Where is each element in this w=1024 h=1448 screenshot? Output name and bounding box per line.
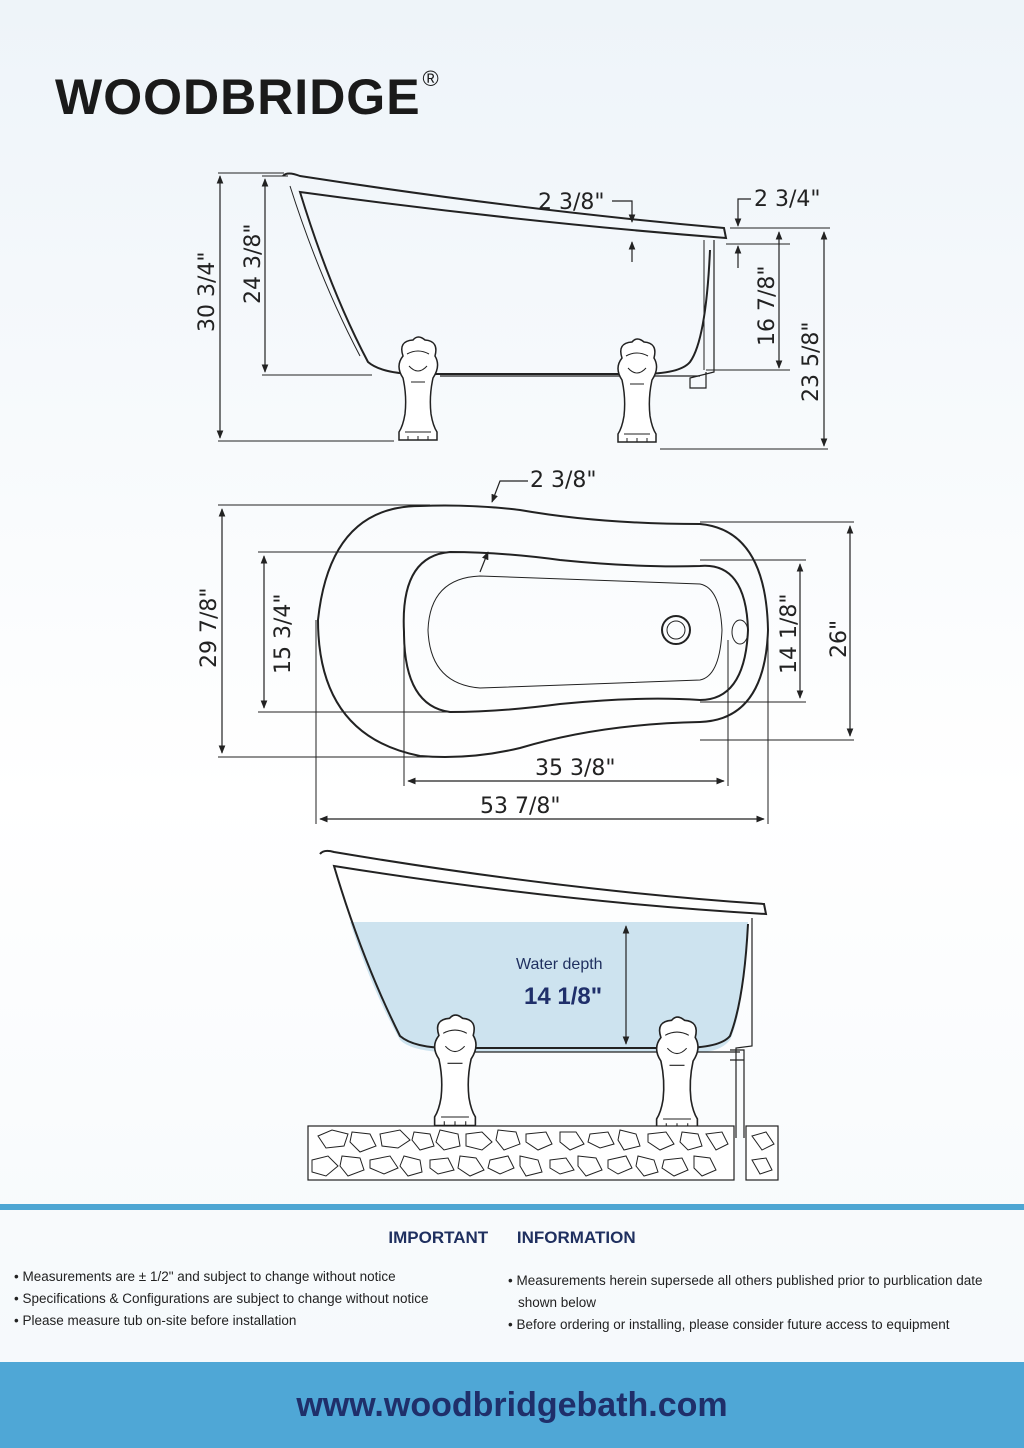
clawfoot-right-water bbox=[655, 1016, 699, 1129]
dim-overall-width: 29 7/8" bbox=[197, 587, 222, 668]
dim-drain-height: 16 7/8" bbox=[755, 265, 780, 346]
dim-interior-width-head: 15 3/4" bbox=[271, 593, 296, 674]
dim-overall-height: 30 3/4" bbox=[195, 251, 220, 332]
brand-logo: WOODBRIDGE® bbox=[55, 66, 440, 126]
info-divider-band bbox=[0, 1204, 1024, 1210]
top-view: 2 3/8" 29 7/8" 15 3/4" 14 1/8" 26" 35 3/… bbox=[197, 468, 854, 824]
info-title-left: IMPORTANT bbox=[388, 1228, 489, 1247]
info-title-right: INFORMATION bbox=[516, 1228, 636, 1247]
side-view: 30 3/4" 24 3/8" 2 3/8" 2 3/4" 16 7/8" 23… bbox=[195, 172, 830, 450]
footer-bar bbox=[0, 1362, 1024, 1448]
overflow-opening bbox=[731, 619, 749, 645]
info-title: IMPORTANT INFORMATION bbox=[0, 1228, 1024, 1248]
clawfoot-left-side bbox=[398, 336, 439, 441]
technical-drawing: 30 3/4" 24 3/8" 2 3/8" 2 3/4" 16 7/8" 23… bbox=[195, 172, 854, 1181]
drain-circle bbox=[661, 615, 691, 645]
top-view-tub-floor bbox=[427, 575, 723, 689]
clawfoot-right-side bbox=[617, 338, 658, 443]
water-view-tub-outline bbox=[319, 849, 768, 1049]
dim-interior-length: 35 3/8" bbox=[535, 756, 616, 781]
water-depth-label: Water depth bbox=[516, 956, 603, 973]
dim-overall-length: 53 7/8" bbox=[480, 794, 561, 819]
dim-width-foot-end: 26" bbox=[827, 620, 852, 658]
info-bullet: Measurements herein supersede all others… bbox=[508, 1270, 1013, 1314]
clawfoot-left-water bbox=[433, 1014, 477, 1127]
info-bullet: Before ordering or installing, please co… bbox=[508, 1314, 1013, 1336]
footer-website-link[interactable]: www.woodbridgebath.com bbox=[296, 1386, 728, 1424]
water-view-drain-pipe bbox=[730, 918, 753, 1138]
dim-rim-thickness: 2 3/8" bbox=[538, 190, 605, 215]
water-view: Water depth 14 1/8" bbox=[307, 849, 779, 1181]
water-depth-value: 14 1/8" bbox=[524, 983, 602, 1010]
info-bullet: Measurements are ± 1/2" and subject to c… bbox=[14, 1266, 494, 1288]
drain-pipe bbox=[689, 240, 715, 389]
dim-interior-height: 24 3/8" bbox=[241, 223, 266, 304]
top-view-outer-rim bbox=[316, 504, 770, 758]
dim-interior-width-foot: 14 1/8" bbox=[777, 593, 802, 674]
side-view-tub-outline bbox=[282, 172, 728, 375]
info-right-list: Measurements herein supersede all others… bbox=[508, 1270, 1013, 1336]
stone-floor bbox=[307, 1125, 779, 1181]
dim-rim-width: 2 3/8" bbox=[530, 468, 597, 493]
registered-mark: ® bbox=[422, 66, 440, 91]
info-bullet: Please measure tub on-site before instal… bbox=[14, 1310, 494, 1332]
dim-rim-height-end: 23 5/8" bbox=[799, 321, 824, 402]
brand-name: WOODBRIDGE bbox=[55, 69, 421, 125]
info-bullet: Specifications & Configurations are subj… bbox=[14, 1288, 494, 1310]
top-view-inner-basin bbox=[402, 550, 750, 714]
info-left-list: Measurements are ± 1/2" and subject to c… bbox=[14, 1266, 494, 1332]
dim-rim-lip: 2 3/4" bbox=[754, 187, 821, 212]
